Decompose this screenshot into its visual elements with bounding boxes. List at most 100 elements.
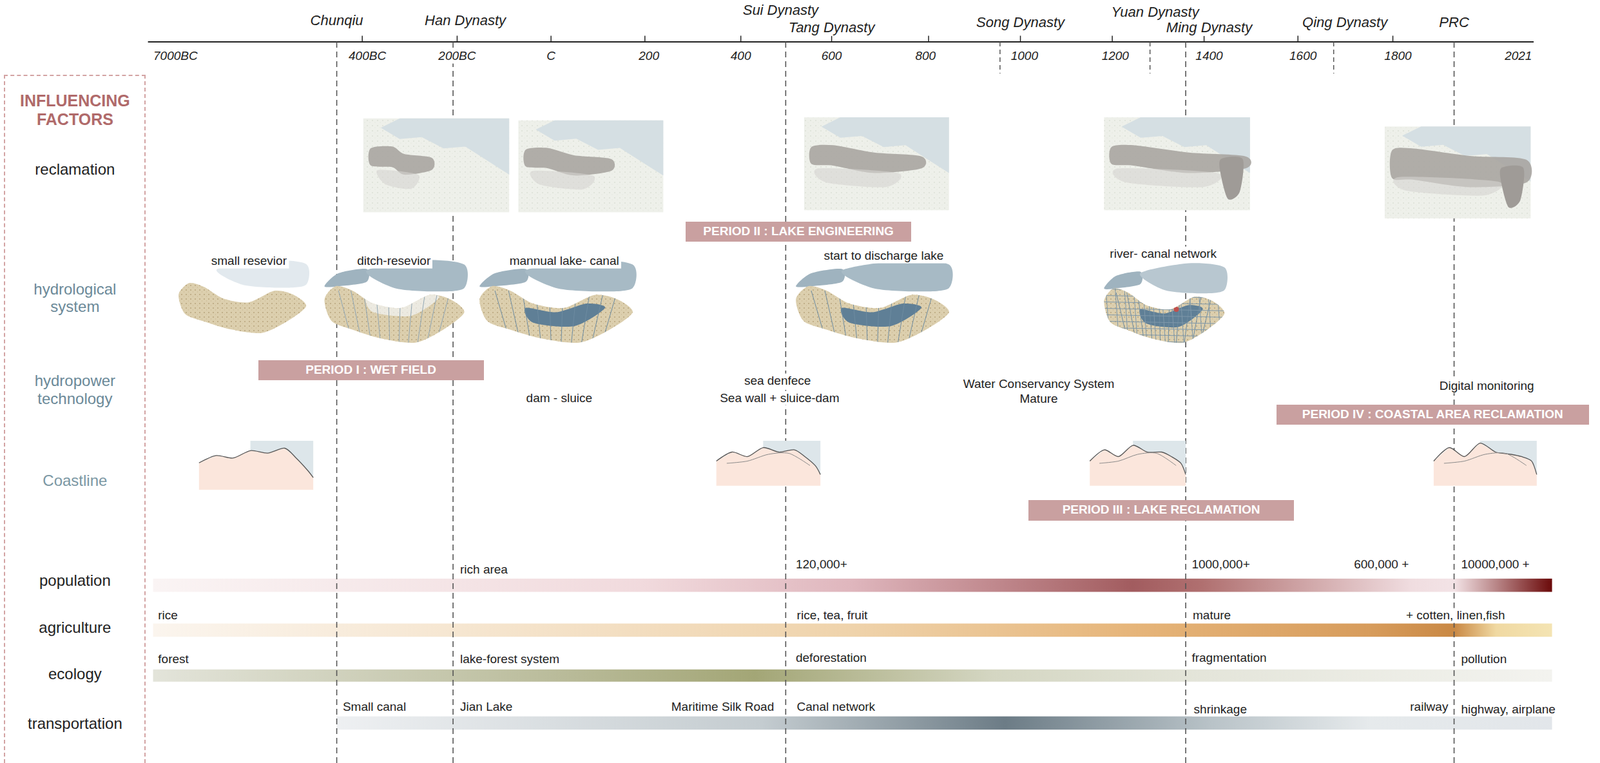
era-name: Chunqiu: [308, 11, 366, 29]
hydrological-map: [1103, 262, 1231, 350]
axis-tick: [831, 35, 833, 42]
era-divider: [1333, 41, 1335, 74]
factor-note: rice: [155, 607, 180, 623]
period-title: PERIOD IV : COASTAL AREA RECLAMATION: [1302, 407, 1564, 423]
period-divider: [336, 41, 338, 763]
technology-note: Sea wall + sluice-dam: [717, 390, 841, 406]
axis-tick: [550, 35, 552, 42]
coastline-map: [1089, 440, 1186, 486]
row-label: transportation: [7, 714, 143, 733]
hydrological-map: [795, 259, 954, 343]
coastline-map: [716, 440, 821, 486]
year-label: C: [544, 48, 558, 64]
factor-note: rich area: [458, 561, 510, 577]
factor-note: Canal network: [795, 699, 878, 715]
technology-note: start to discharge lake: [821, 248, 946, 264]
factor-note: Maritime Silk Road: [669, 699, 776, 715]
year-label: 1400: [1193, 48, 1225, 64]
factor-note: highway, airplane: [1458, 701, 1557, 717]
axis-tick: [740, 35, 742, 42]
axis-tick: [1203, 35, 1205, 42]
factors-panel: INFLUENCING FACTORS reclamation hydrologic…: [3, 74, 146, 763]
factor-note: 10000,000 +: [1458, 556, 1532, 572]
era-name: Ming Dynasty: [1164, 19, 1254, 37]
gradient-bar: [337, 716, 1553, 731]
axis-tick: [456, 35, 459, 42]
year-label: 1800: [1382, 48, 1414, 64]
reclamation-map: [1103, 117, 1251, 211]
time-axis: [148, 35, 1534, 763]
axis-tick: [1111, 35, 1113, 42]
row-label: hydrological system: [23, 280, 127, 316]
era-name: Sui Dynasty: [741, 1, 821, 19]
row-label: hydropower technology: [23, 372, 127, 408]
technology-note: sea denfece: [742, 373, 814, 388]
year-label: 800: [913, 48, 938, 64]
technology-note: Digital monitoring: [1437, 378, 1537, 394]
year-label: 1000: [1009, 48, 1041, 64]
axis-tick: [927, 35, 930, 42]
hydrological-map: [479, 259, 637, 343]
technology-note: mannual lake- canal: [507, 253, 622, 269]
reclamation-map: [518, 120, 664, 213]
factor-note: lake-forest system: [458, 652, 562, 667]
period-band: PERIOD II : LAKE ENGINEERING: [685, 221, 912, 242]
period-title: PERIOD I : WET FIELD: [305, 362, 437, 378]
factor-note: pollution: [1458, 652, 1509, 667]
row-label: population: [10, 572, 140, 591]
period-title: PERIOD III : LAKE RECLAMATION: [1062, 502, 1261, 518]
gradient-bar: [153, 669, 1553, 682]
factor-note: 120,000+: [793, 556, 850, 572]
factor-note: mature: [1190, 607, 1233, 623]
era-divider: [999, 41, 1001, 74]
year-label: 1600: [1287, 48, 1319, 64]
reclamation-map: [363, 118, 510, 213]
era-name: Song Dynasty: [974, 14, 1067, 31]
hydrological-map: [324, 259, 468, 343]
year-label: 2021: [1502, 48, 1534, 64]
factor-note: fragmentation: [1189, 650, 1269, 666]
factor-note: + cotten, linen,fish: [1404, 607, 1508, 623]
period-band: PERIOD III : LAKE RECLAMATION: [1028, 500, 1294, 521]
era-name: Yuan Dynasty: [1108, 3, 1201, 21]
axis-tick: [361, 35, 363, 42]
year-label: 1200: [1099, 48, 1131, 64]
era-name: Han Dynasty: [422, 11, 508, 29]
axis-line: [148, 41, 1534, 43]
gradient-bar: [153, 623, 1553, 638]
factor-note: railway: [1407, 699, 1450, 715]
row-label: agriculture: [10, 618, 140, 637]
technology-note: ditch-resevior: [355, 253, 433, 269]
axis-tick: [1392, 35, 1394, 42]
period-band: PERIOD I : WET FIELD: [258, 360, 484, 381]
year-label: 400BC: [346, 48, 388, 64]
factor-note: Small canal: [340, 699, 408, 715]
year-label: 200BC: [436, 48, 478, 64]
era-divider: [1149, 41, 1151, 74]
axis-tick: [1297, 35, 1300, 42]
factor-note: 600,000 +: [1351, 556, 1411, 572]
technology-note: small resevior: [209, 253, 289, 269]
period-title: PERIOD II : LAKE ENGINEERING: [703, 224, 894, 240]
factor-note: 1000,000+: [1189, 556, 1252, 572]
period-band: PERIOD IV : COASTAL AREA RECLAMATION: [1276, 404, 1590, 425]
axis-tick: [644, 35, 646, 42]
gradient-bar: [153, 578, 1553, 593]
factor-note: forest: [155, 652, 191, 667]
reclamation-map: [1384, 126, 1532, 219]
axis-tick: [1020, 35, 1022, 42]
reclamation-map: [804, 117, 950, 211]
factor-bars: [153, 578, 1553, 730]
technology-note: river- canal network: [1107, 246, 1219, 262]
era-name: PRC: [1436, 14, 1471, 31]
row-label: reclamation: [10, 160, 140, 179]
factor-note: rice, tea, fruit: [795, 607, 870, 623]
year-label: 7000BC: [151, 48, 200, 64]
map-illustrations: [178, 117, 1537, 490]
factor-note: shrinkage: [1192, 701, 1249, 717]
row-label: Coastline: [10, 471, 140, 490]
year-label: 600: [819, 48, 845, 64]
row-label: ecology: [10, 665, 140, 684]
factors-heading: INFLUENCING FACTORS: [10, 92, 140, 130]
coastline-map: [1433, 440, 1537, 486]
